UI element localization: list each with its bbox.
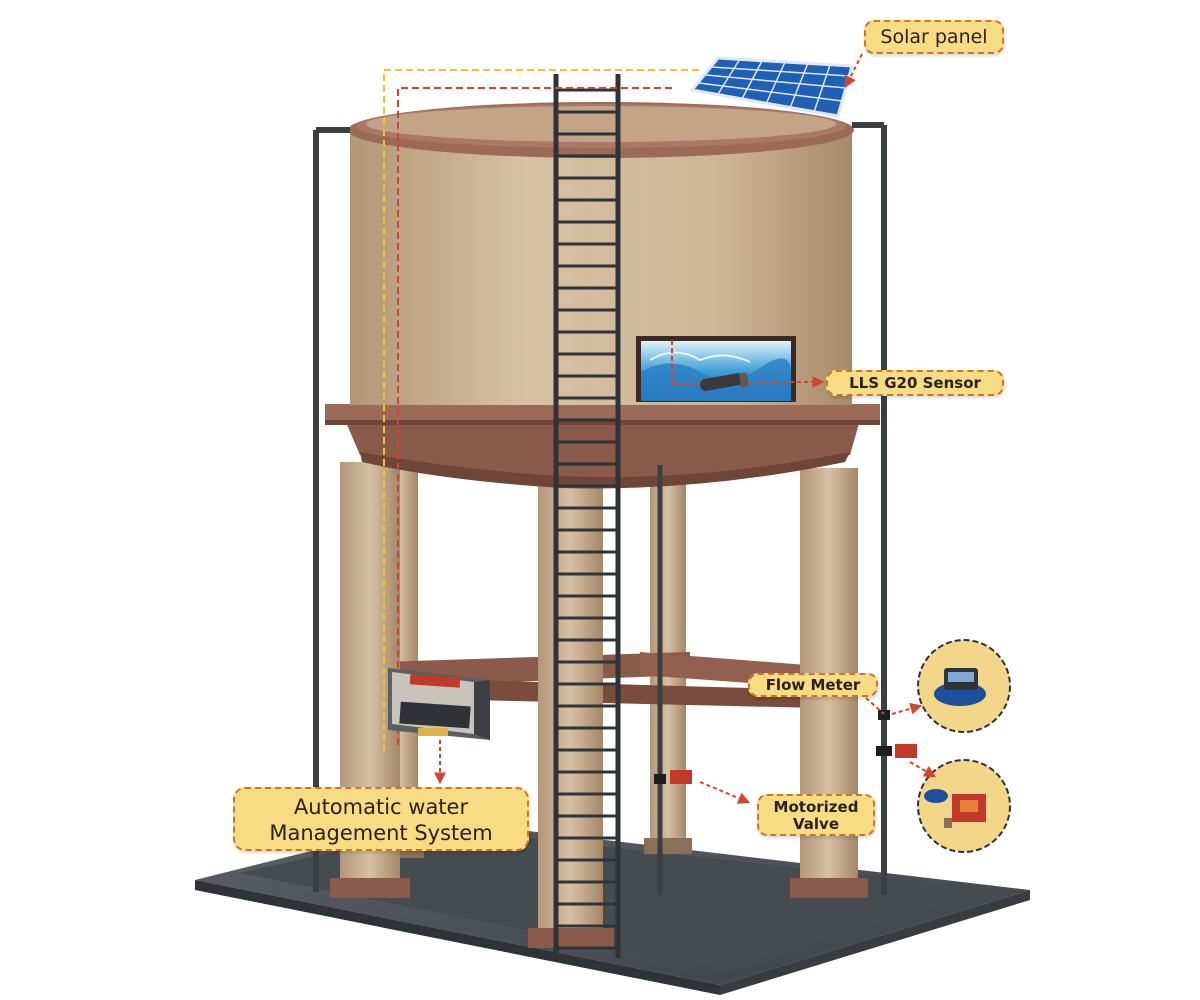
motorized-valve-icon (917, 759, 1011, 853)
callout-arrows (434, 53, 937, 804)
flow-meter-label: Flow Meter (748, 673, 878, 697)
tank-platform (325, 404, 880, 489)
pipes (313, 122, 892, 895)
lls-sensor-label: LLS G20 Sensor (826, 370, 1004, 396)
solar-panel-icon (689, 56, 854, 118)
awms-label: Automatic water Management System (233, 787, 529, 851)
motorized-valve-label-line2: Valve (792, 815, 839, 833)
wiring (383, 69, 700, 752)
motorized-valve-label: Motorized Valve (757, 794, 875, 836)
lls-sensor-icon (700, 372, 750, 391)
awms-controller-icon (388, 668, 490, 740)
flow-meter-icon (917, 639, 1011, 733)
valve-parts (670, 744, 917, 784)
solar-panel-label-text: Solar panel (880, 26, 988, 48)
ladder (553, 74, 621, 958)
flow-meter-label-text: Flow Meter (765, 676, 861, 694)
sensor-window (636, 336, 796, 402)
awms-label-line2: Management System (269, 821, 493, 845)
motorized-valve-label-line1: Motorized (773, 798, 859, 816)
awms-label-line1: Automatic water (293, 795, 469, 819)
solar-panel-label: Solar panel (864, 20, 1004, 54)
lls-sensor-label-text: LLS G20 Sensor (849, 374, 981, 392)
